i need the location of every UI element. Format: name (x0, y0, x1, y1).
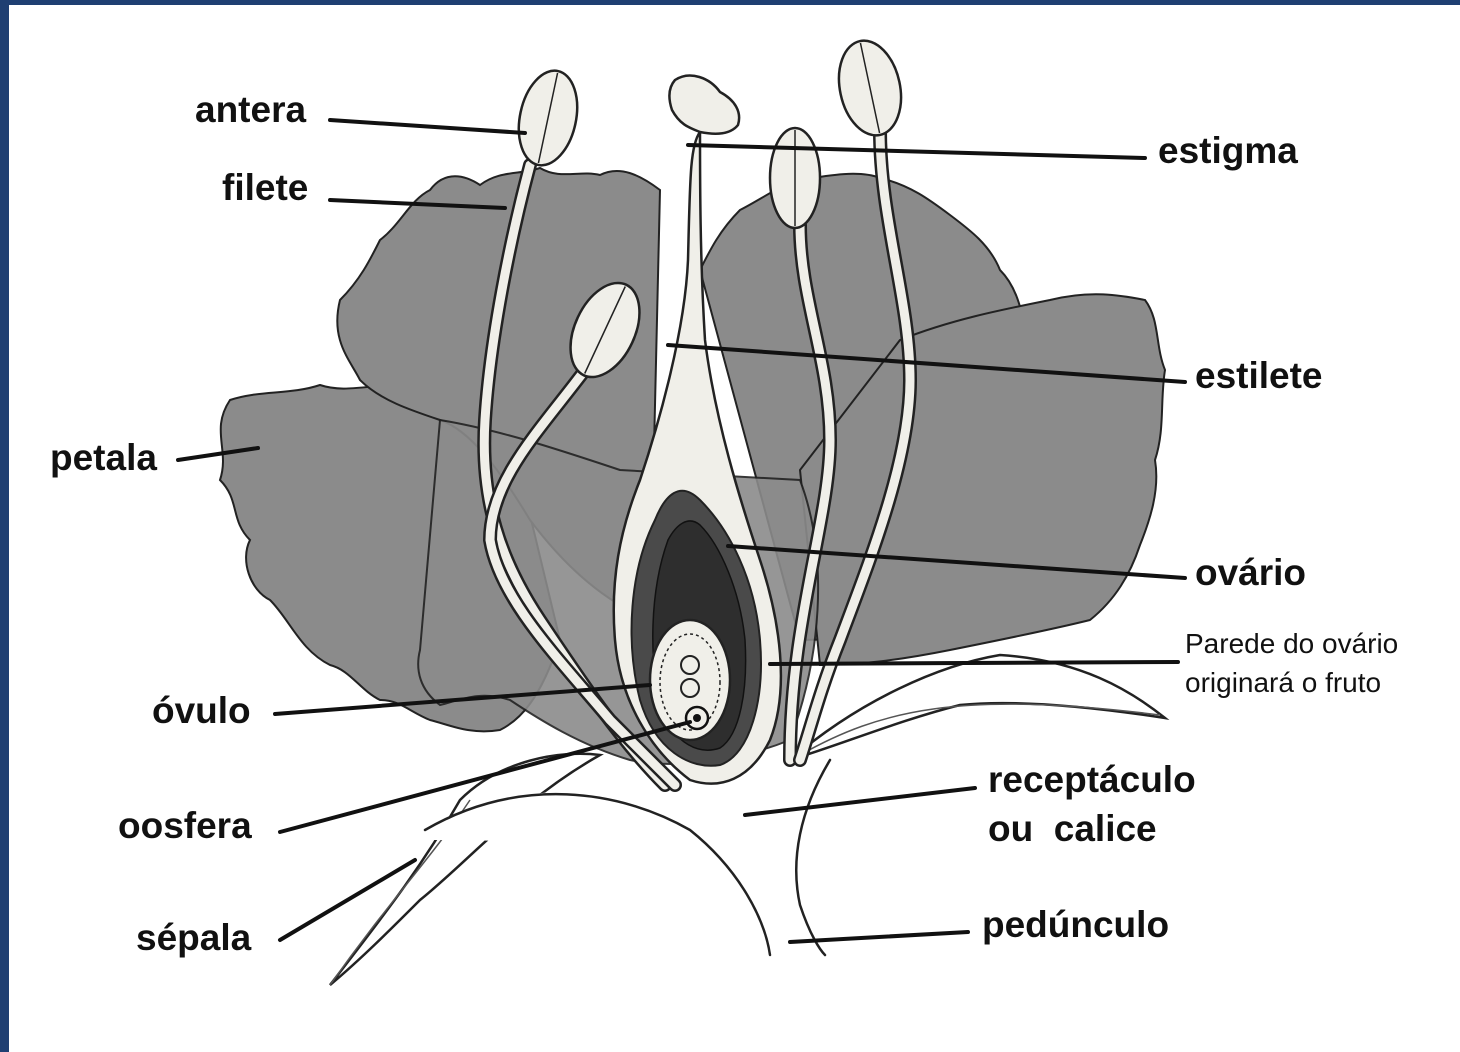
label-receptaculo-line1: receptáculo (988, 759, 1196, 800)
label-filete: filete (222, 167, 308, 208)
label-ovulo: óvulo (152, 690, 251, 731)
diagram-frame: antera filete estigma estilete petala ov… (9, 5, 1460, 1052)
label-parede-line2: originará o fruto (1185, 667, 1381, 698)
label-pedunculo: pedúnculo (982, 904, 1169, 945)
sepal-left (330, 754, 600, 985)
label-petala: petala (50, 437, 157, 478)
leader-pedunculo (790, 932, 968, 942)
leader-antera (330, 120, 525, 133)
label-receptaculo-line2: ou calice (988, 808, 1157, 849)
label-antera: antera (195, 89, 306, 130)
label-estigma: estigma (1158, 130, 1298, 171)
leader-parede (770, 662, 1178, 664)
leader-estigma (688, 145, 1145, 158)
anther-3 (770, 128, 820, 228)
label-oosfera: oosfera (118, 805, 252, 846)
sepal-right (790, 655, 1165, 760)
anther-1 (511, 65, 586, 171)
label-estilete: estilete (1195, 355, 1323, 396)
flower-diagram: antera filete estigma estilete petala ov… (9, 5, 1460, 1052)
label-parede-line1: Parede do ovário (1185, 628, 1398, 659)
anther-4 (831, 35, 910, 141)
label-ovario: ovário (1195, 552, 1306, 593)
label-sepala: sépala (136, 917, 252, 958)
